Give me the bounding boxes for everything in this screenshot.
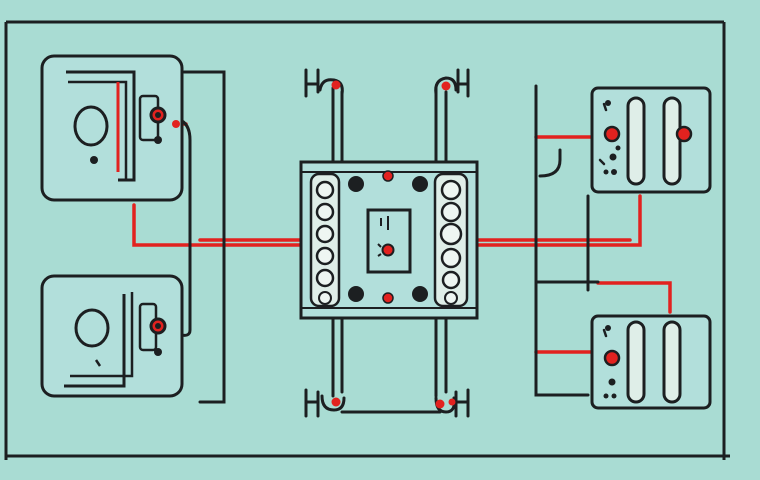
wire-right-trunk (534, 84, 590, 397)
switch-box-top-left (40, 54, 184, 202)
terminal-bottom-left-dot (331, 397, 341, 407)
fuse-holder-top-right (590, 86, 712, 194)
terminal-top-right-dot (441, 81, 451, 91)
fuse-contact (675, 125, 693, 143)
bolt-bottom-left (348, 286, 364, 302)
wire-top-right-return (538, 148, 562, 178)
indicator-bottom (382, 292, 394, 304)
red-wire-right-main (476, 194, 642, 247)
terminal-top-left-dot (331, 80, 341, 90)
fuse-tick-marks (598, 102, 608, 338)
fuse-holder-bottom-right (590, 314, 712, 410)
wire-left-trunk (182, 70, 226, 404)
switch-box-bottom-left (40, 274, 184, 398)
fuse-contact (603, 125, 621, 143)
red-wire-left-main (132, 203, 302, 247)
terminal-strip-left (309, 172, 341, 308)
central-junction-box (299, 160, 479, 320)
terminal-top-right (434, 68, 470, 98)
switch-knob (73, 105, 109, 147)
bolt-bottom-right (412, 286, 428, 302)
switch-knob (74, 308, 110, 348)
center-connector (366, 208, 412, 274)
bolt-top-left (348, 176, 364, 192)
black-wires (168, 70, 600, 414)
indicator-top (382, 170, 394, 182)
red-wire-bottom-fuse (596, 281, 672, 314)
outer-frame (4, 20, 730, 460)
bolt-top-right (412, 176, 428, 192)
terminal-strip-right (433, 172, 469, 308)
terminal-bottom-right-dot (435, 399, 445, 409)
fuse-contact (603, 349, 621, 367)
terminal-bottom-right-dot-2 (448, 398, 456, 406)
terminal-bottom-left (304, 388, 346, 418)
terminal-top-left (304, 68, 344, 98)
